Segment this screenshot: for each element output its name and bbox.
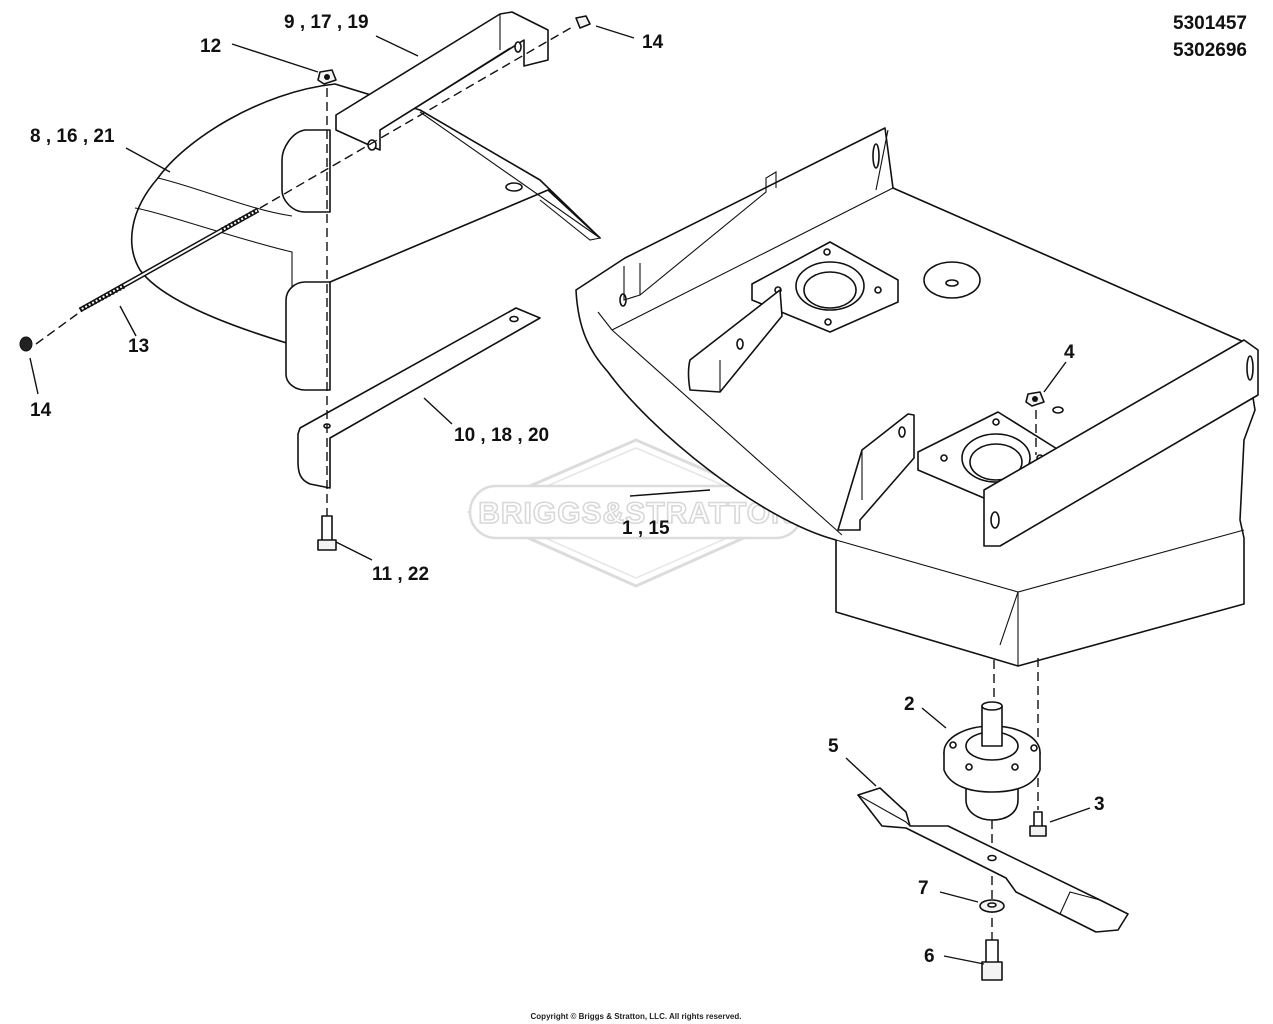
watermark-text: BRIGGS&STRATTON [478,497,794,530]
chute-lower-bracket [297,307,541,489]
alignment-line [35,311,81,345]
callout-13: 13 [128,336,149,357]
mower-deck [575,127,1259,667]
copyright-notice: Copyright © Briggs & Stratton, LLC. All … [531,1012,742,1021]
callout-2: 2 [904,694,915,715]
bolt-6 [981,939,1003,981]
chute-hinge-bracket [335,11,549,151]
spindle-assembly [943,701,1041,821]
mower-blade [857,787,1129,933]
part-number-1: 5301457 [1173,13,1247,34]
part-number-2: 5302696 [1173,40,1247,61]
callout-1-15: 1 , 15 [622,518,670,539]
callout-9-17-19: 9 , 17 , 19 [284,12,369,33]
chute-rod [78,207,260,313]
callout-10-18-20: 10 , 18 , 20 [454,425,549,446]
callout-6: 6 [924,946,935,967]
callout-5: 5 [828,736,839,757]
callout-7: 7 [918,878,929,899]
alignment-line [259,25,575,209]
callout-4: 4 [1064,342,1075,363]
callout-3: 3 [1094,794,1105,815]
callout-14-left: 14 [30,400,52,421]
callout-8-16-21: 8 , 16 , 21 [30,126,115,147]
nut-12 [317,69,337,85]
bolt-3 [1029,811,1047,837]
bolt-11 [317,515,337,551]
callout-14-top: 14 [642,32,664,53]
callout-11-22: 11 , 22 [372,564,429,585]
nut-14-left [19,336,33,352]
nut-14-right [575,15,591,29]
callout-12: 12 [200,36,221,57]
leader-lines [29,25,1091,965]
washer-7 [979,899,1005,913]
discharge-chute [130,83,602,391]
nut-4 [1025,391,1045,407]
watermark-logo: BRIGGS&STRATTON [466,438,806,588]
